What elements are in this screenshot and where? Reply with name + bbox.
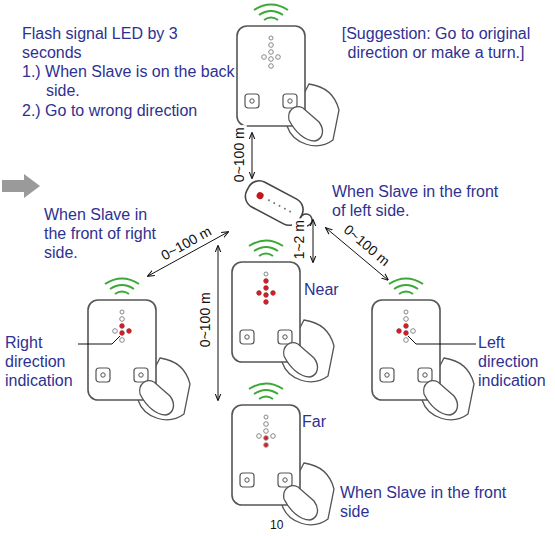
note-item: 1.) When Slave is on the back side. xyxy=(22,62,251,100)
indication-label: Right direction indication xyxy=(5,333,85,391)
suggestion-note: [Suggestion: Go to original direction or… xyxy=(318,24,554,62)
dimension-label: 0~100 m xyxy=(339,221,394,271)
dimension-label: 0~100 m xyxy=(197,291,212,350)
distance-label: Far xyxy=(302,412,326,431)
position-caption: When Slave in the front side xyxy=(340,483,510,521)
position-caption: When Slave in the front of left side. xyxy=(332,182,502,220)
page-number: 10 xyxy=(270,518,283,532)
dimension-label: 0~100 m xyxy=(231,126,246,185)
position-caption: When Slave in the front of right side. xyxy=(44,205,162,263)
distance-label: Near xyxy=(304,280,339,299)
dimension-label: 0~100 m xyxy=(157,223,216,265)
dimension-label: 1~2 m xyxy=(292,218,307,261)
note-heading: Flash signal LED by 3 seconds xyxy=(22,24,182,62)
note-item: 2.) Go to wrong direction xyxy=(22,101,256,120)
indication-label: Left direction indication xyxy=(478,333,554,391)
